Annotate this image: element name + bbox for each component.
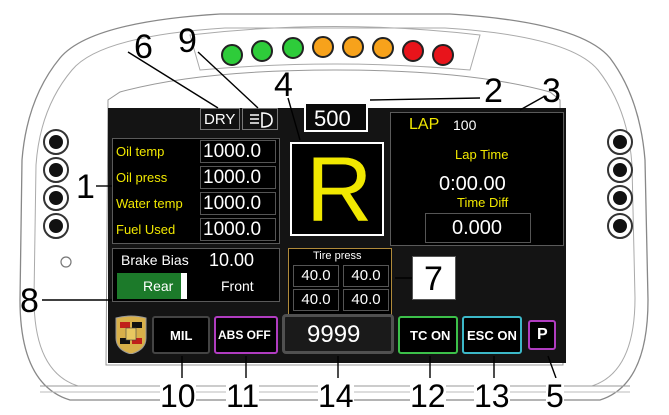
callout-12: 12: [410, 378, 446, 415]
pit-indicator: P: [528, 320, 556, 350]
engine-data-row: Fuel Used 1000.0: [114, 218, 278, 242]
side-left-button-2[interactable]: [43, 157, 69, 183]
esc-indicator: ESC ON: [462, 316, 522, 354]
speed-value: 9999: [307, 321, 361, 348]
callout-1: 1: [76, 168, 95, 206]
engine-data-row: Oil temp 1000.0: [114, 140, 278, 164]
abs-indicator: ABS OFF: [214, 316, 278, 354]
brake-bias-bar: Rear Front: [117, 273, 277, 299]
round-button-icon: [49, 219, 63, 233]
engine-data-value: 1000.0: [200, 218, 276, 241]
brake-bias-rear-label: Rear: [143, 278, 174, 294]
esc-label: ESC ON: [467, 328, 517, 343]
shift-led-7: [402, 40, 424, 62]
engine-data-label: Fuel Used: [116, 222, 176, 237]
engine-data-row: Oil press 1000.0: [114, 166, 278, 190]
mil-label: MIL: [170, 328, 193, 343]
side-left-button-3[interactable]: [43, 185, 69, 211]
headlight-box: [242, 108, 278, 130]
round-button-icon: [613, 163, 627, 177]
rpm-value: 500: [314, 106, 351, 131]
engine-data-value: 1000.0: [200, 166, 276, 189]
track-condition-box: DRY: [200, 108, 240, 130]
callout-8: 8: [20, 282, 39, 320]
tire-pressure-value: 40.0: [343, 265, 389, 287]
side-right-button-3[interactable]: [607, 185, 633, 211]
round-button-icon: [49, 135, 63, 149]
callout-3: 3: [542, 72, 561, 110]
lap-panel: LAP 100 Lap Time 0:00.00 Time Diff 0.000: [390, 112, 564, 246]
gear-box: R: [290, 139, 384, 241]
callout-4: 4: [274, 66, 293, 104]
shift-led-1: [221, 44, 243, 66]
callout-9: 9: [178, 22, 197, 60]
tc-label: TC ON: [410, 328, 451, 343]
callout-7: 7: [424, 260, 443, 298]
side-left-button-4[interactable]: [43, 213, 69, 239]
gear-indicator: R: [306, 139, 373, 241]
side-left-button-1[interactable]: [43, 129, 69, 155]
tire-pressure-value: 40.0: [293, 265, 339, 287]
track-condition-label: DRY: [204, 111, 236, 128]
engine-data-label: Water temp: [116, 196, 183, 211]
shift-led-5: [342, 36, 364, 58]
shift-led-2: [251, 40, 273, 62]
speed-display: 9999: [282, 314, 394, 354]
callout-11: 11: [226, 378, 260, 415]
lap-value: 100: [453, 117, 477, 133]
engine-data-label: Oil press: [116, 170, 168, 185]
tire-pressure-title: Tire press: [313, 250, 362, 262]
engine-data-value: 1000.0: [200, 192, 276, 215]
side-right-button-1[interactable]: [607, 129, 633, 155]
side-right-button-4[interactable]: [607, 213, 633, 239]
engine-data-value: 1000.0: [200, 140, 276, 163]
side-right-button-2[interactable]: [607, 157, 633, 183]
shift-led-6: [372, 37, 394, 59]
lap-time-value: 0:00.00: [439, 173, 506, 195]
abs-label: ABS OFF: [218, 328, 271, 342]
brake-bias-panel: Brake Bias 10.00 Rear Front: [112, 248, 280, 302]
tire-pressure-value: 40.0: [293, 289, 339, 311]
engine-data-row: Water temp 1000.0: [114, 192, 278, 216]
rpm-box: 500: [304, 102, 368, 132]
shift-led-8: [432, 44, 454, 66]
callout-7-box: [412, 256, 456, 300]
round-button-icon: [49, 191, 63, 205]
porsche-crest-icon: [114, 314, 148, 355]
brake-bias-label: Brake Bias: [121, 252, 189, 268]
round-button-icon: [613, 135, 627, 149]
brake-bias-marker: [181, 273, 187, 299]
headlight-icon: [250, 112, 273, 128]
time-diff-label: Time Diff: [457, 195, 509, 210]
callout-13: 13: [474, 378, 510, 415]
callout-6: 6: [134, 28, 153, 66]
callout-5: 5: [546, 378, 564, 415]
brake-bias-rear-fill: [117, 273, 181, 299]
callout-10: 10: [160, 378, 196, 415]
time-diff-box: 0.000: [425, 213, 531, 243]
tire-pressure-value: 40.0: [343, 289, 389, 311]
shift-led-3: [282, 37, 304, 59]
engine-data-label: Oil temp: [116, 144, 165, 159]
tc-indicator: TC ON: [398, 316, 458, 354]
callout-14: 14: [318, 378, 354, 415]
brake-bias-front-label: Front: [221, 278, 254, 294]
pit-label: P: [537, 326, 548, 343]
brake-bias-value: 10.00: [209, 250, 255, 270]
mil-indicator: MIL: [152, 316, 210, 354]
round-button-icon: [49, 163, 63, 177]
lap-time-label: Lap Time: [455, 147, 509, 162]
callout-2: 2: [484, 72, 503, 110]
shift-led-4: [312, 36, 334, 58]
lap-label: LAP: [409, 116, 440, 133]
round-button-icon: [613, 191, 627, 205]
time-diff-value: 0.000: [452, 217, 503, 239]
round-button-icon: [613, 219, 627, 233]
